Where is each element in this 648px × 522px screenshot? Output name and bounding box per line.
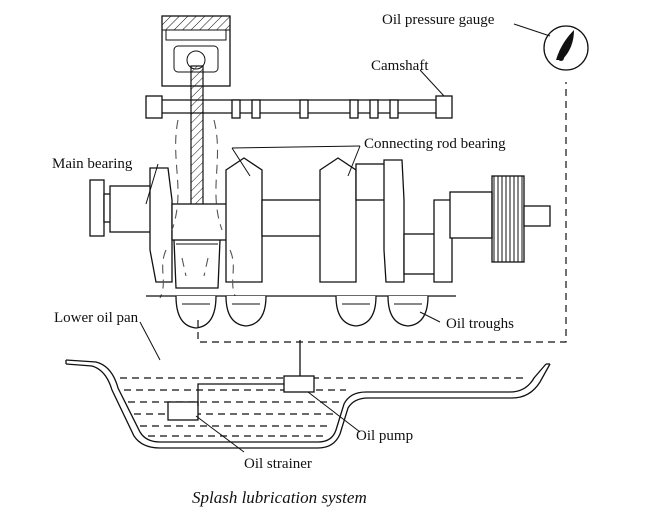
oil-pressure-gauge: [543, 25, 589, 71]
oil-troughs: [146, 295, 456, 329]
gauge-icon: [556, 30, 574, 61]
label-lower-oil-pan: Lower oil pan: [54, 310, 139, 326]
lower-oil-pan: [65, 340, 551, 449]
label-main-bearing: Main bearing: [52, 156, 133, 172]
label-oil-pump: Oil pump: [356, 428, 413, 444]
crankshaft: [89, 157, 551, 283]
oil-pressure-line: [197, 82, 567, 343]
leader-lines: [139, 23, 551, 453]
label-oil-strainer: Oil strainer: [244, 456, 312, 472]
label-oil-troughs: Oil troughs: [446, 316, 514, 332]
caption: Splash lubrication system: [192, 488, 367, 507]
label-connecting-rod-bearing: Connecting rod bearing: [364, 136, 506, 152]
connecting-rod: [173, 65, 221, 289]
oil-splash: [159, 119, 237, 299]
label-camshaft: Camshaft: [371, 58, 429, 74]
label-oil-pressure-gauge: Oil pressure gauge: [382, 12, 495, 28]
